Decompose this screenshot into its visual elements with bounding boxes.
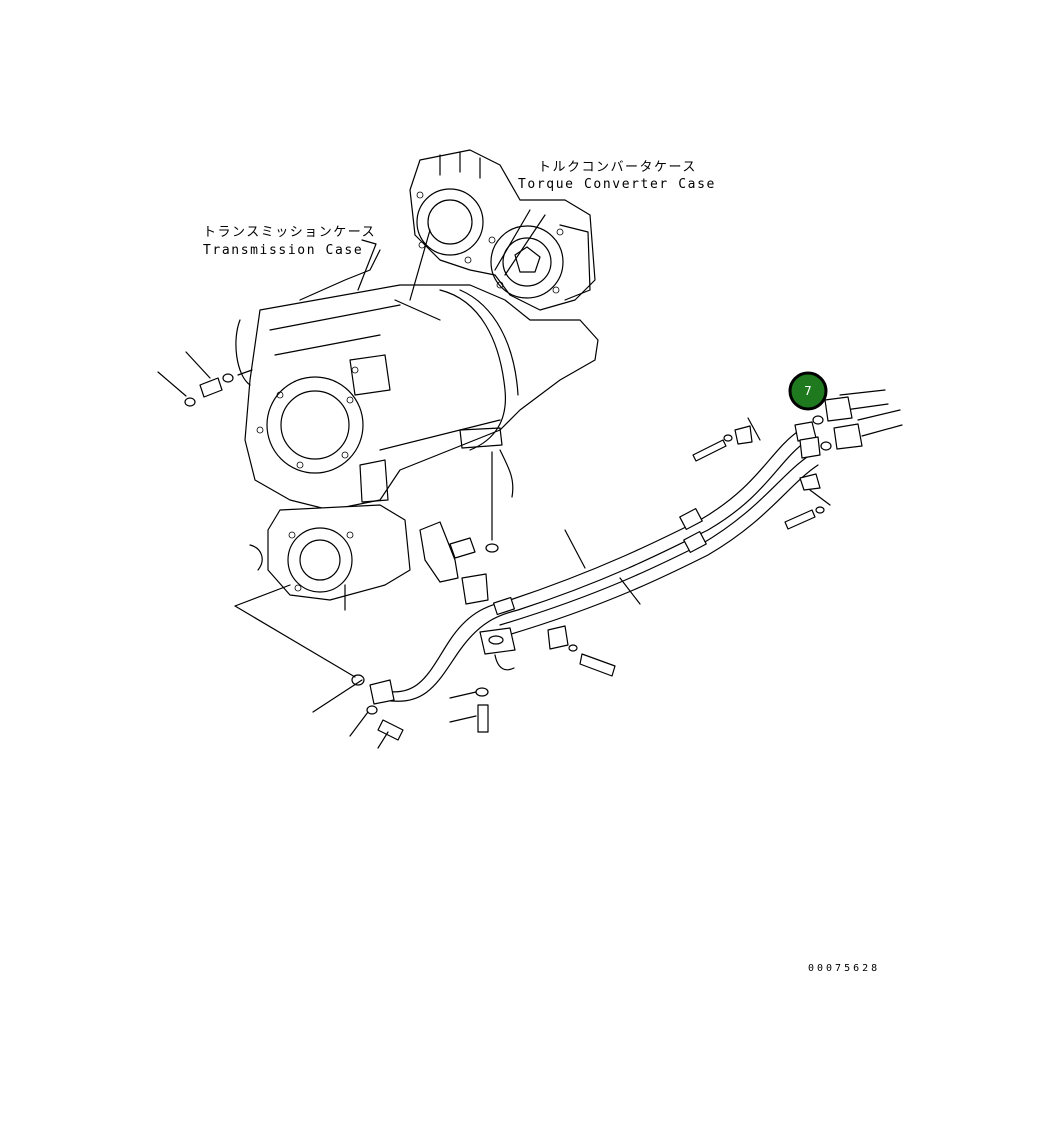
right-flange-fittings xyxy=(692,389,903,530)
callout-7-number: 7 xyxy=(804,384,812,398)
torque-converter-label-jp: トルクコンバータケース xyxy=(538,160,697,175)
torque-converter-case xyxy=(409,149,596,311)
document-number: 00075628 xyxy=(808,963,880,974)
lower-housing xyxy=(249,504,411,611)
hose-assembly xyxy=(379,429,819,702)
callout-7[interactable]: 7 xyxy=(788,371,828,411)
torque-converter-label-en: Torque Converter Case xyxy=(518,177,716,192)
breather-fitting xyxy=(157,351,253,407)
transmission-case xyxy=(235,229,599,511)
transmission-label-jp: トランスミッションケース xyxy=(203,225,376,240)
center-brackets xyxy=(419,451,616,677)
transmission-label-en: Transmission Case xyxy=(203,243,363,258)
lower-left-fittings xyxy=(234,584,489,749)
